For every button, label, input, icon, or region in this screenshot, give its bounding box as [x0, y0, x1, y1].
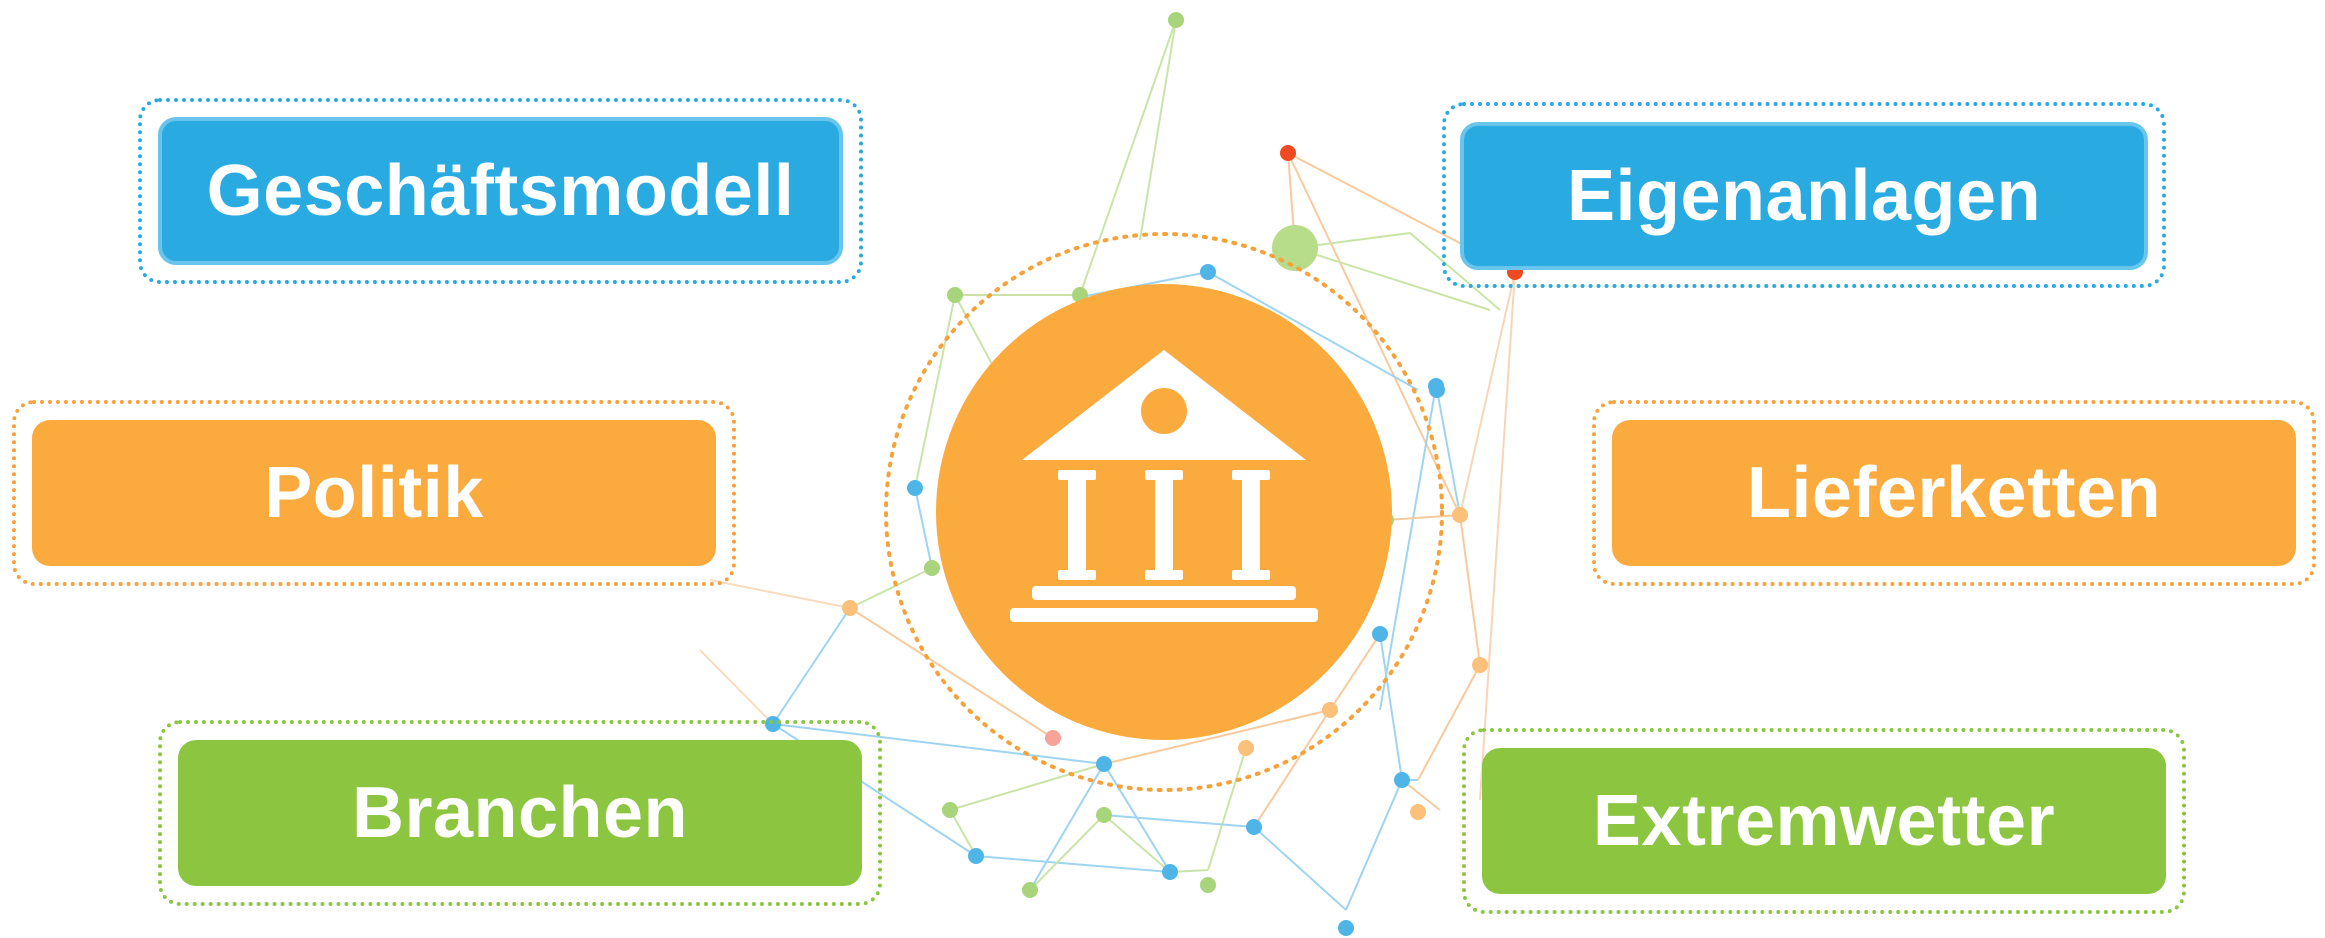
extremwetter-box: Extremwetter — [1482, 748, 2166, 894]
branchen-outline — [158, 720, 882, 906]
center-dotted-ring — [884, 232, 1444, 792]
branchen-box: Branchen — [178, 740, 862, 886]
geschaeftsmodell-label: Geschäftsmodell — [206, 151, 795, 231]
eigenanlagen-label: Eigenanlagen — [1566, 156, 2042, 236]
lieferketten-box: Lieferketten — [1612, 420, 2296, 566]
lieferketten-label: Lieferketten — [1746, 453, 2162, 533]
lieferketten-outline — [1592, 400, 2316, 586]
extremwetter-outline — [1462, 728, 2186, 914]
extremwetter-label: Extremwetter — [1592, 781, 2056, 861]
branchen-label: Branchen — [351, 773, 689, 853]
politik-label: Politik — [264, 453, 484, 533]
eigenanlagen-outline — [1442, 102, 2166, 288]
geschaeftsmodell-box: Geschäftsmodell — [158, 117, 843, 265]
geschaeftsmodell-outline — [138, 98, 863, 284]
politik-box: Politik — [32, 420, 716, 566]
eigenanlagen-box: Eigenanlagen — [1460, 122, 2148, 270]
politik-outline — [12, 400, 736, 586]
